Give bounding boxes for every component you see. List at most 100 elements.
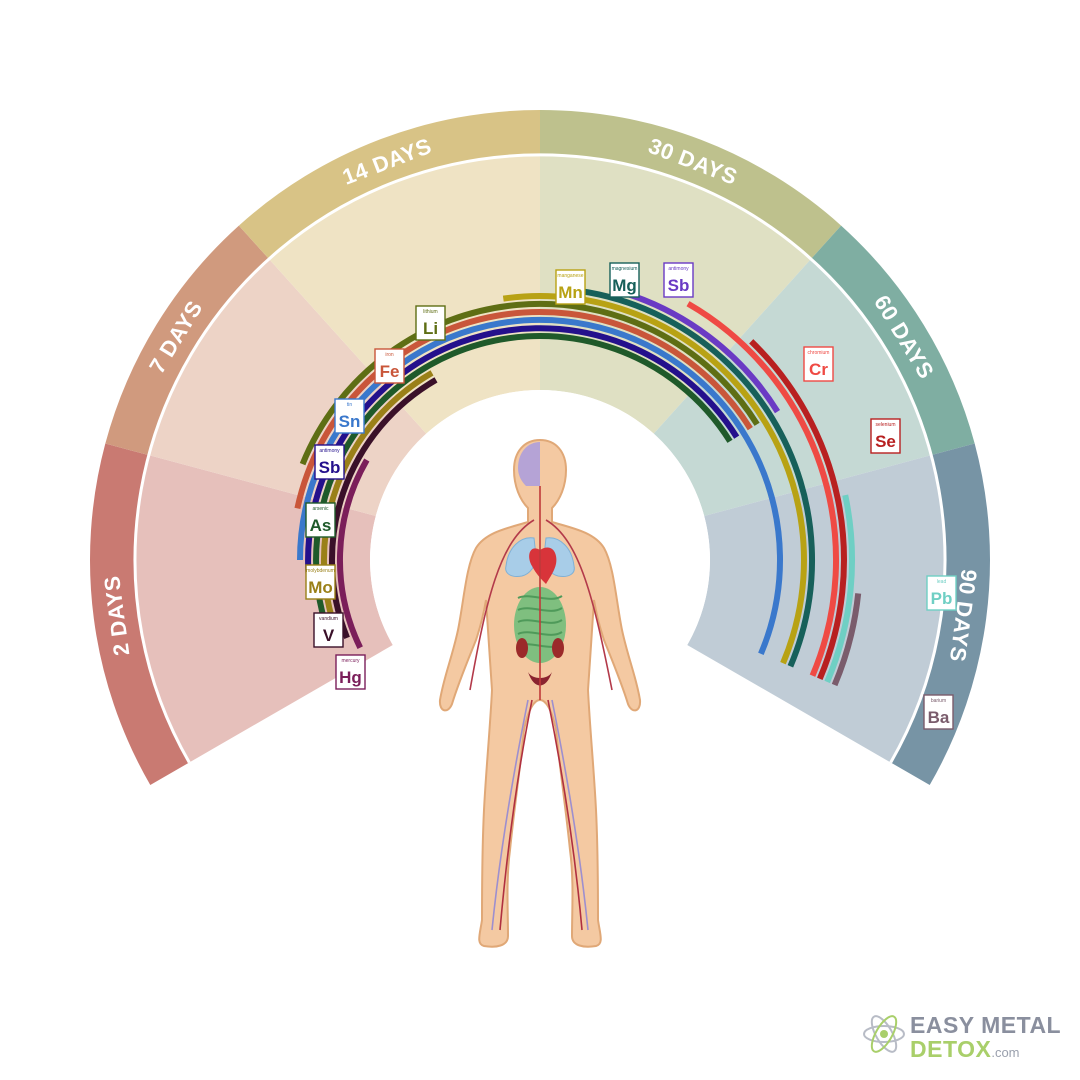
- segment-inner-band: [148, 259, 427, 517]
- tile-element-symbol: Sn: [339, 412, 361, 431]
- brain-shape: [518, 442, 540, 486]
- heart-shape: [529, 547, 557, 584]
- tick-mark: [685, 491, 692, 496]
- tick-mark: [604, 408, 609, 415]
- segment-90-days: 90 DAYS: [687, 443, 991, 785]
- arc-se-12: [749, 339, 847, 680]
- blood-vessel: [547, 699, 583, 931]
- tick-mark: [405, 462, 412, 467]
- tile-element-name: molybdenum: [306, 568, 335, 574]
- logo-line-2: DETOX.com: [910, 1036, 1020, 1063]
- atom-icon: [863, 1015, 905, 1053]
- tick-mark: [378, 592, 384, 596]
- tile-element-name: lead: [937, 579, 947, 585]
- tick-mark: [456, 416, 465, 428]
- arc-li-7: [299, 300, 760, 466]
- segment-inner-band: [269, 155, 540, 434]
- tile-element-symbol: Sb: [319, 458, 341, 477]
- tick-mark: [428, 436, 434, 442]
- blood-vessel: [469, 519, 535, 691]
- tile-element-symbol: Li: [423, 319, 438, 338]
- tick-mark: [699, 575, 705, 579]
- segment-outer-band: [810, 225, 975, 456]
- tile-element-name: tin: [347, 402, 353, 408]
- tile-box: [926, 575, 957, 611]
- tile-element-name: lithium: [423, 309, 437, 315]
- blood-vessel: [551, 699, 589, 931]
- tile-element-symbol: V: [323, 626, 335, 645]
- tile-box: [374, 348, 405, 384]
- tile-box: [335, 654, 366, 690]
- tile-box: [609, 262, 640, 298]
- tile-element-symbol: Se: [875, 432, 896, 451]
- arc-mg-9: [558, 285, 816, 668]
- easy-metal-detox-logo: EASY METAL DETOX.com: [862, 1010, 1072, 1062]
- tick-mark: [691, 608, 698, 612]
- tile-element-name: iron: [385, 352, 394, 358]
- arc-mn-8: [502, 293, 807, 665]
- blood-vessel: [499, 699, 533, 931]
- tick-mark: [488, 402, 492, 409]
- human-body-illustration: [438, 438, 642, 948]
- tile-box: [314, 444, 345, 480]
- segment-inner-band: [687, 455, 945, 763]
- tile-element-name: antimony: [668, 266, 689, 272]
- tile-element-symbol: Hg: [339, 668, 362, 687]
- tile-element-symbol: Mo: [308, 578, 333, 597]
- tick-mark: [658, 448, 664, 454]
- right-kidney-shape: [552, 638, 564, 658]
- inner-tick-ring: [373, 393, 707, 644]
- tile-element-name: mercury: [341, 658, 360, 664]
- arc-fe-6: [294, 309, 753, 510]
- tick-mark: [378, 524, 384, 528]
- tile-element-symbol: Fe: [380, 362, 400, 381]
- divider-arc: [133, 153, 947, 764]
- tile-element-name: arsenic: [312, 506, 329, 512]
- tick-mark: [699, 541, 705, 545]
- segment-outer-band: [105, 225, 270, 456]
- tile-box: [313, 612, 344, 648]
- tick-mark: [672, 476, 684, 485]
- arc-hg-0: [336, 458, 370, 650]
- segment-outer-band: [890, 443, 991, 785]
- tile-box: [415, 305, 446, 341]
- tile-element-symbol: Sb: [668, 276, 690, 295]
- tick-mark: [471, 408, 476, 415]
- tile-element-name: manganese: [557, 273, 583, 279]
- logo-line-1: EASY METAL: [910, 1012, 1062, 1038]
- tick-mark: [572, 398, 576, 404]
- tick-mark: [668, 462, 675, 467]
- arc-pb-13: [824, 494, 855, 684]
- tile-element-symbol: Mn: [558, 283, 583, 302]
- tick-mark: [375, 541, 381, 545]
- tick-mark: [672, 635, 684, 644]
- blood-vessel: [545, 519, 613, 691]
- arc-sb-10: [616, 287, 781, 414]
- tick-mark: [521, 395, 525, 401]
- tile-element-name: antimony: [319, 448, 340, 454]
- tick-mark: [396, 476, 408, 485]
- tick-mark: [588, 402, 592, 409]
- tick-mark: [633, 425, 638, 432]
- blood-vessel: [491, 699, 529, 931]
- segment-outer-band: [238, 110, 540, 260]
- tick-mark: [504, 398, 508, 404]
- tile-element-symbol: Pb: [931, 589, 953, 608]
- tile-box: [923, 694, 954, 730]
- tick-mark: [388, 491, 395, 496]
- tick-mark: [555, 395, 559, 401]
- tick-mark: [416, 448, 422, 454]
- tile-element-symbol: As: [310, 516, 332, 535]
- tile-element-name: barium: [931, 698, 946, 704]
- tick-mark: [388, 624, 395, 629]
